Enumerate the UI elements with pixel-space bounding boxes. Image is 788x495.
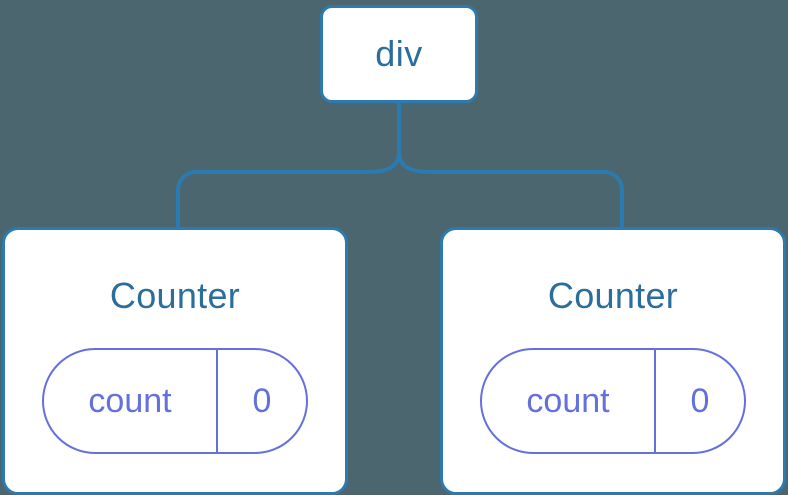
state-pill-1-key-cell: count <box>44 350 218 452</box>
state-pill-1-value: 0 <box>252 382 272 420</box>
state-pill-2-key-cell: count <box>482 350 656 452</box>
edge-root-to-left-child <box>176 150 401 231</box>
state-pill-2-key: count <box>526 382 610 420</box>
node-child-2-title: Counter <box>547 275 679 316</box>
state-pill-2[interactable]: count 0 <box>480 348 746 454</box>
state-pill-2-value-cell: 0 <box>656 350 744 452</box>
node-root-div[interactable]: div <box>320 5 478 103</box>
node-child-1-title: Counter <box>109 275 241 316</box>
edge-root-to-right-child <box>397 150 624 231</box>
node-root-label: div <box>375 33 423 74</box>
state-pill-1[interactable]: count 0 <box>42 348 308 454</box>
node-child-counter-2[interactable]: Counter count 0 <box>440 227 786 495</box>
state-pill-2-value: 0 <box>690 382 710 420</box>
state-pill-1-value-cell: 0 <box>218 350 306 452</box>
state-pill-1-key: count <box>88 382 172 420</box>
node-child-counter-1[interactable]: Counter count 0 <box>2 227 348 495</box>
